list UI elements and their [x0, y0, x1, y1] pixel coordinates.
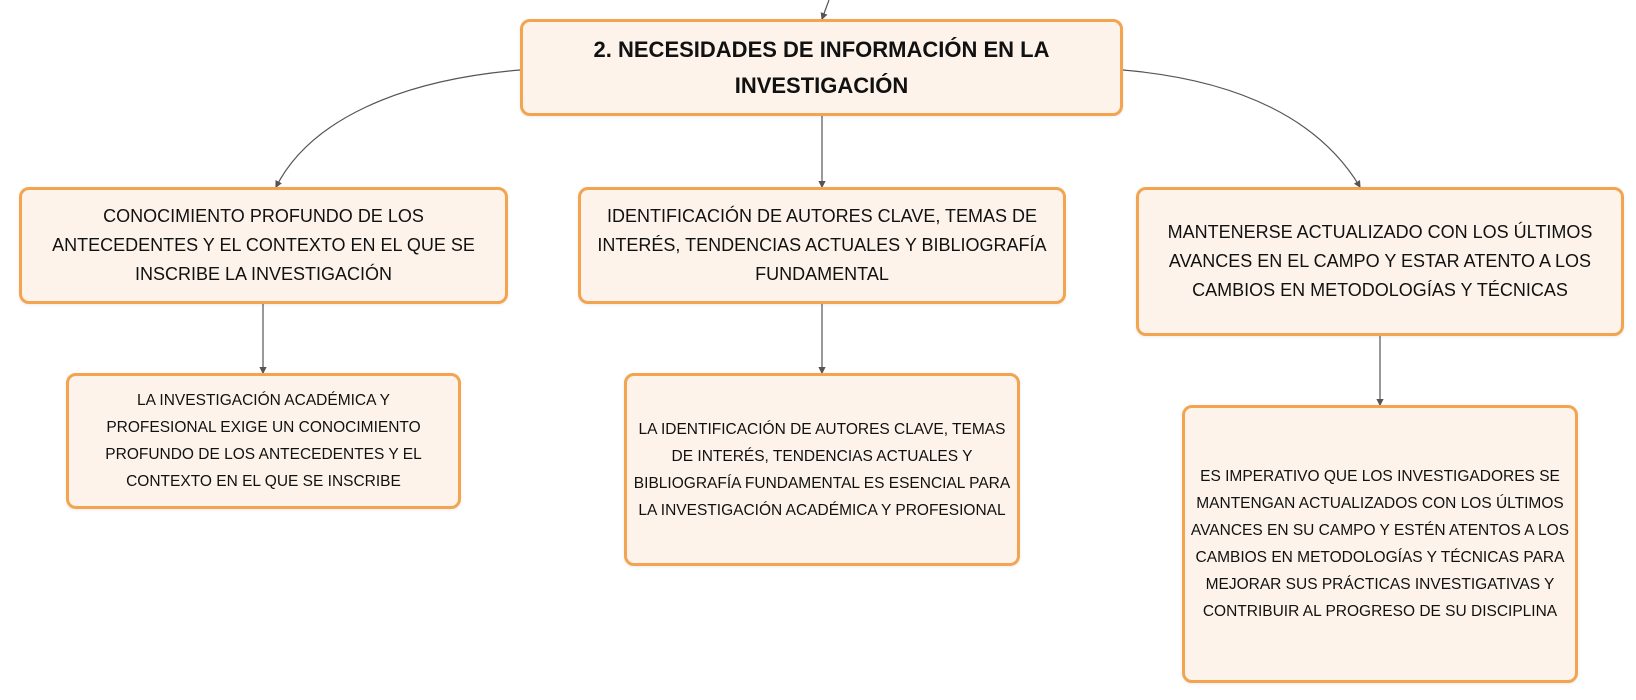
connector-root-to-branch-3 — [1122, 69, 1361, 189]
branch-node-text: IDENTIFICACIÓN DE AUTORES CLAVE, TEMAS D… — [597, 206, 1047, 284]
root-node[interactable]: 2. NECESIDADES DE INFORMACIÓN EN LA INVE… — [520, 19, 1123, 116]
detail-node-text: LA INVESTIGACIÓN ACADÉMICA Y PROFESIONAL… — [105, 392, 422, 490]
branch-node-text: CONOCIMIENTO PROFUNDO DE LOS ANTECEDENTE… — [52, 206, 475, 284]
branch-node-text: MANTENERSE ACTUALIZADO CON LOS ÚLTIMOS A… — [1167, 222, 1593, 300]
detail-node-text: LA IDENTIFICACIÓN DE AUTORES CLAVE, TEMA… — [633, 420, 1011, 519]
branch-node-2[interactable]: IDENTIFICACIÓN DE AUTORES CLAVE, TEMAS D… — [578, 187, 1066, 304]
branch-node-3[interactable]: MANTENERSE ACTUALIZADO CON LOS ÚLTIMOS A… — [1136, 187, 1624, 336]
detail-node-2[interactable]: LA IDENTIFICACIÓN DE AUTORES CLAVE, TEMA… — [624, 373, 1020, 566]
connector-parent-to-root — [820, 0, 830, 21]
root-node-text: 2. NECESIDADES DE INFORMACIÓN EN LA INVE… — [593, 36, 1050, 98]
connector-root-to-branch-1 — [275, 69, 521, 189]
branch-node-1[interactable]: CONOCIMIENTO PROFUNDO DE LOS ANTECEDENTE… — [19, 187, 508, 304]
detail-node-1[interactable]: LA INVESTIGACIÓN ACADÉMICA Y PROFESIONAL… — [66, 373, 461, 509]
detail-node-text: ES IMPERATIVO QUE LOS INVESTIGADORES SE … — [1190, 468, 1570, 620]
detail-node-3[interactable]: ES IMPERATIVO QUE LOS INVESTIGADORES SE … — [1182, 405, 1578, 683]
